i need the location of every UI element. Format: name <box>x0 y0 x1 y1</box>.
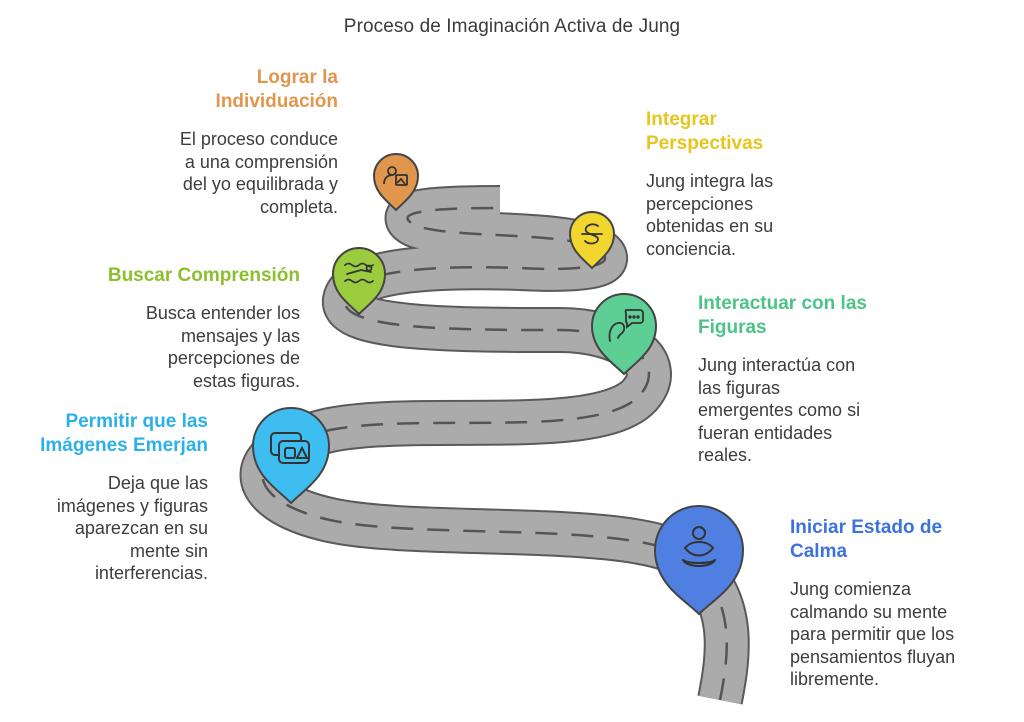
description-line: percepciones de <box>167 348 300 368</box>
person-image-icon <box>383 166 408 186</box>
heading-line: Permitir que las <box>65 411 208 432</box>
description-line: reales. <box>698 445 753 465</box>
step-heading-integrar: Integrar Perspectivas <box>646 108 846 156</box>
description-line: Jung integra las <box>646 171 774 191</box>
swimmer-icon <box>344 262 374 284</box>
description-line: libremente. <box>790 669 880 689</box>
step-integrar: Integrar Perspectivas Jung integra las p… <box>646 108 846 260</box>
step-description-buscar: Busca entender los mensajes y las percep… <box>60 302 300 392</box>
pin-interactuar <box>590 293 658 376</box>
step-iniciar: Iniciar Estado de Calma Jung comienza ca… <box>790 516 1018 691</box>
marker-integrar <box>568 211 616 270</box>
description-line: a una comprensión <box>184 151 338 172</box>
description-line: las figuras <box>698 377 781 398</box>
step-heading-buscar: Buscar Comprensión <box>60 264 300 288</box>
description-line: para permitir que los <box>790 624 955 644</box>
step-heading-iniciar: Iniciar Estado de Calma <box>790 516 1018 564</box>
description-line: Jung comienza <box>790 579 912 599</box>
description-line: percepciones <box>646 193 754 214</box>
pin-integrar <box>568 211 616 270</box>
description-line: Deja que las <box>107 473 208 493</box>
road-surface <box>241 187 748 705</box>
marker-buscar <box>331 247 387 316</box>
step-description-integrar: Jung integra las percepciones obtenidas … <box>646 170 846 260</box>
heading-line: Calma <box>790 541 848 562</box>
step-individuacion: Lograr la Individuación El proceso condu… <box>120 66 338 218</box>
marker-permitir <box>251 407 331 505</box>
step-buscar: Buscar Comprensión Busca entender los me… <box>60 264 300 392</box>
road-center-dashes <box>261 206 729 701</box>
road <box>239 185 750 705</box>
marker-individuacion <box>372 153 420 212</box>
scribble-icon <box>581 223 603 245</box>
marker-interactuar <box>590 293 658 376</box>
description-line: imágenes y figuras <box>56 495 208 516</box>
heading-line: Individuación <box>215 91 338 112</box>
description-line: mente sin <box>129 540 208 561</box>
heading-line: Perspectivas <box>646 133 764 154</box>
description-line: pensamientos fluyan <box>790 646 956 667</box>
shapes-icon <box>270 432 310 464</box>
description-line: completa. <box>259 196 338 217</box>
heading-line: Interactuar con las <box>698 293 867 314</box>
step-heading-interactuar: Interactuar con las Figuras <box>698 292 938 340</box>
step-interactuar: Interactuar con las Figuras Jung interac… <box>698 292 938 467</box>
meditation-icon <box>682 526 716 567</box>
step-description-iniciar: Jung comienza calmando su mente para per… <box>790 578 1018 691</box>
pin-iniciar <box>653 505 745 616</box>
heading-line: Lograr la <box>256 67 338 88</box>
description-line: Busca entender los <box>145 303 300 323</box>
description-line: mensajes y las <box>180 325 300 346</box>
heading-line: Iniciar Estado de <box>790 517 943 538</box>
description-line: fueran entidades <box>698 422 833 443</box>
step-heading-individuacion: Lograr la Individuación <box>120 66 338 114</box>
heading-line: Buscar Comprensión <box>107 265 300 286</box>
step-description-permitir: Deja que las imágenes y figuras aparezca… <box>10 472 208 585</box>
description-line: interferencias. <box>94 563 208 583</box>
step-description-individuacion: El proceso conduce a una comprensión del… <box>120 128 338 218</box>
description-line: Jung interactúa con <box>698 355 856 375</box>
description-line: El proceso conduce <box>179 129 338 149</box>
description-line: emergentes como si <box>698 400 861 420</box>
speech-person-icon <box>608 309 644 342</box>
description-line: conciencia. <box>646 238 737 259</box>
description-line: aparezcan en su <box>74 518 208 538</box>
step-heading-permitir: Permitir que las Imágenes Emerjan <box>10 410 208 458</box>
heading-line: Figuras <box>698 317 767 338</box>
marker-iniciar <box>653 505 745 616</box>
description-line: obtenidas en su <box>646 216 774 236</box>
description-line: estas figuras. <box>192 370 300 391</box>
description-line: calmando su mente <box>790 601 948 622</box>
heading-line: Integrar <box>646 109 717 130</box>
step-permitir: Permitir que las Imágenes Emerjan Deja q… <box>10 410 208 585</box>
page-title: Proceso de Imaginación Activa de Jung <box>343 16 681 37</box>
step-description-interactuar: Jung interactúa con las figuras emergent… <box>698 354 938 467</box>
description-line: del yo equilibrada y <box>182 174 338 194</box>
heading-line: Imágenes Emerjan <box>40 435 208 456</box>
